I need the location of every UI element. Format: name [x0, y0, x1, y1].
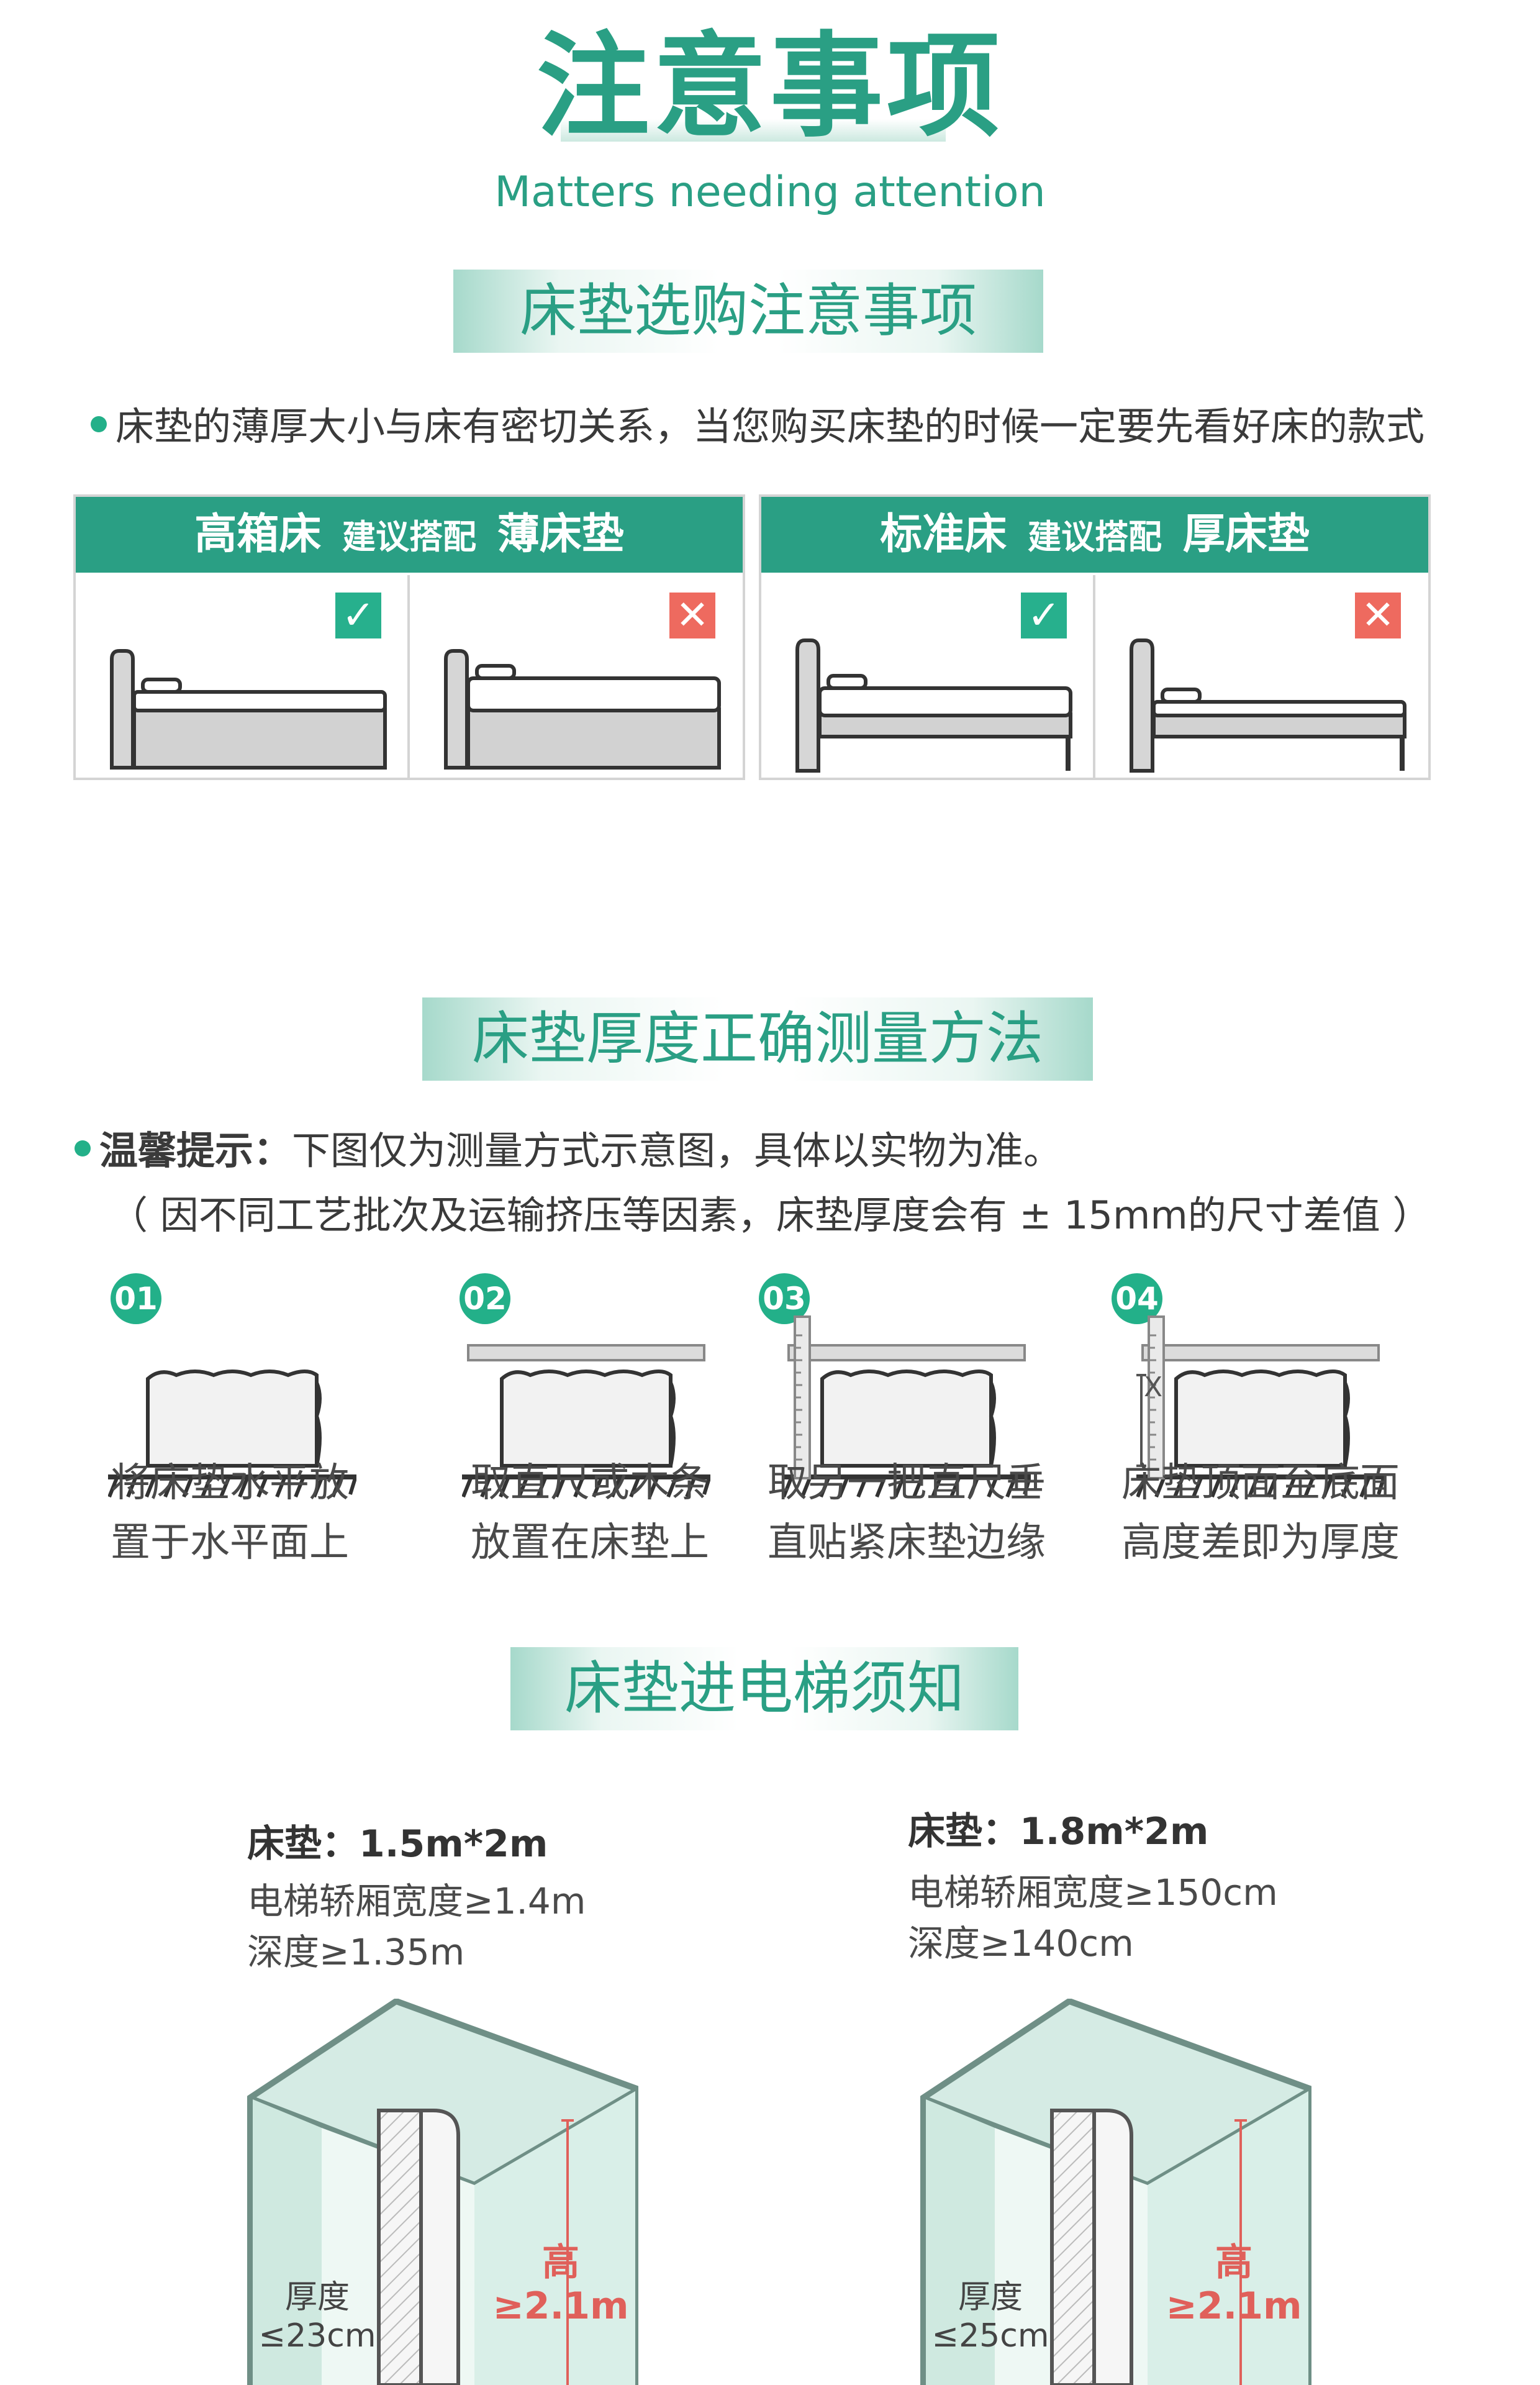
step-description: 取另一把直尺垂 直贴紧床垫边缘 — [758, 1453, 1056, 1573]
bullet-dot — [75, 1140, 91, 1156]
bed-pairing-box-highbox: 高箱床 建议搭配 薄床垫 ✓ ✕ — [73, 494, 745, 780]
bed-type-label: 高箱床 — [194, 510, 322, 559]
buying-note-text: 床垫的薄厚大小与床有密切关系，当您购买床垫的时候一定要先看好床的款式 — [116, 404, 1425, 449]
elevator-width-requirement: 电梯轿厢宽度≥150cm — [908, 1871, 1278, 1914]
step-description: 取直尺或木条 放置在床垫上 — [453, 1453, 727, 1573]
bed-example-correct: ✓ — [761, 575, 1093, 778]
mattress-type-label: 厚床垫 — [1182, 510, 1310, 559]
elevator-width-requirement: 电梯轿厢宽度≥1.4m — [247, 1880, 586, 1922]
tip-text: 下图仅为测量方式示意图，具体以实物为准。 — [292, 1128, 1062, 1173]
tip-label: 温馨提示： — [99, 1128, 292, 1173]
step-number: 01 — [111, 1273, 161, 1324]
title-underline — [561, 119, 946, 142]
height-value: ≥2.1m — [1166, 2284, 1302, 2328]
step-description: 将床垫水平放 置于水平面上 — [93, 1453, 366, 1573]
elevator-depth-requirement: 深度≥1.35m — [247, 1931, 465, 1973]
thickness-value: ≤23cm — [258, 2317, 376, 2355]
thickness-label: 厚度 ≤23cm — [252, 2278, 383, 2355]
mattress-size-title: 床垫：1.8m*2m — [908, 1810, 1209, 1853]
suggest-label: 建议搭配 — [1028, 517, 1162, 556]
height-label: 高 ≥2.1m — [1156, 2241, 1311, 2328]
check-icon: ✓ — [1021, 593, 1067, 638]
thickness-measurement-illustration — [1136, 1315, 1385, 1503]
section-banner-measurement: 床垫厚度正确测量方法 — [422, 997, 1093, 1081]
measure-step-3: 03 取另一把直尺垂 直贴紧床垫边缘 — [758, 1273, 1046, 1571]
section-banner-elevator: 床垫进电梯须知 — [510, 1647, 1018, 1730]
standard-bed-thin-mattress-illustration — [1130, 638, 1406, 773]
thickness-x-label: X — [1144, 1371, 1163, 1403]
close-icon: ✕ — [669, 593, 715, 638]
step-line-1: 取另一把直尺垂 — [768, 1460, 1046, 1506]
elevator-diagram-1: 厚度 ≤23cm 高 ≥2.1m — [247, 1999, 638, 2385]
page-title: 注意事项 — [537, 20, 1003, 152]
elevator-diagram-2: 厚度 ≤25cm 高 ≥2.1m — [920, 1999, 1311, 2385]
bed-example-wrong: ✕ — [1093, 575, 1427, 778]
measure-step-2: 02 取直尺或木条 放置在床垫上 — [460, 1273, 720, 1571]
check-icon: ✓ — [335, 593, 381, 638]
pairing-header: 高箱床 建议搭配 薄床垫 — [76, 497, 743, 573]
thickness-label: 厚度 ≤25cm — [925, 2278, 1056, 2355]
close-icon: ✕ — [1355, 593, 1401, 638]
mattress-size-title: 床垫：1.5m*2m — [247, 1822, 548, 1866]
height-label: 高 ≥2.1m — [483, 2241, 638, 2328]
step-line-1: 将床垫水平放 — [111, 1460, 349, 1506]
measurement-tolerance-note: （ 因不同工艺批次及运输挤压等因素，床垫厚度会有 ± 15mm的尺寸差值 ） — [109, 1192, 1431, 1238]
step-line-1: 床垫顶面至底面 — [1121, 1460, 1400, 1506]
height-caption: 高 — [542, 2241, 579, 2284]
step-description: 床垫顶面至底面 高度差即为厚度 — [1112, 1453, 1410, 1573]
high-box-bed-thick-mattress-illustration — [444, 649, 721, 770]
height-caption: 高 — [1215, 2241, 1252, 2284]
elevator-depth-requirement: 深度≥140cm — [908, 1922, 1134, 1965]
step-line-1: 取直尺或木条 — [471, 1460, 709, 1506]
thickness-caption: 厚度 — [284, 2279, 350, 2316]
step-number: 02 — [460, 1273, 510, 1324]
elevator-illustration — [920, 1999, 1311, 2385]
section-banner-buying: 床垫选购注意事项 — [453, 270, 1043, 353]
measure-step-4: 04 X 床垫顶面至底面 高度差即为厚度 — [1112, 1273, 1400, 1571]
bullet-dot — [91, 416, 107, 432]
thickness-value: ≤25cm — [931, 2317, 1049, 2355]
bed-example-correct: ✓ — [76, 575, 407, 778]
bed-pairing-box-standard: 标准床 建议搭配 厚床垫 ✓ ✕ — [759, 494, 1431, 780]
section-banner-label: 床垫厚度正确测量方法 — [471, 1006, 1043, 1072]
mattress-type-label: 薄床垫 — [497, 510, 624, 559]
measurement-tip: 温馨提示：下图仅为测量方式示意图，具体以实物为准。 — [75, 1132, 1062, 1170]
bed-example-wrong: ✕ — [407, 575, 741, 778]
section-banner-label: 床垫选购注意事项 — [519, 278, 977, 344]
height-value: ≥2.1m — [492, 2284, 629, 2328]
step-line-2: 高度差即为厚度 — [1121, 1520, 1400, 1566]
page-subtitle: Matters needing attention — [494, 168, 1046, 217]
elevator-illustration — [247, 1999, 638, 2385]
measure-step-1: 01 将床垫水平放 置于水平面上 — [106, 1273, 366, 1571]
step-line-2: 置于水平面上 — [111, 1520, 349, 1566]
bed-type-label: 标准床 — [880, 510, 1007, 559]
section-banner-label: 床垫进电梯须知 — [564, 1655, 964, 1722]
buying-note: 床垫的薄厚大小与床有密切关系，当您购买床垫的时候一定要先看好床的款式 — [91, 407, 1424, 446]
thickness-caption: 厚度 — [958, 2279, 1023, 2316]
suggest-label: 建议搭配 — [342, 517, 476, 556]
standard-bed-thick-mattress-illustration — [761, 575, 1093, 775]
high-box-bed-thin-mattress-illustration — [76, 575, 407, 775]
step-line-2: 放置在床垫上 — [471, 1520, 709, 1566]
step-number: 04 — [1112, 1273, 1162, 1324]
pairing-header: 标准床 建议搭配 厚床垫 — [761, 497, 1428, 573]
step-line-2: 直贴紧床垫边缘 — [768, 1520, 1046, 1566]
